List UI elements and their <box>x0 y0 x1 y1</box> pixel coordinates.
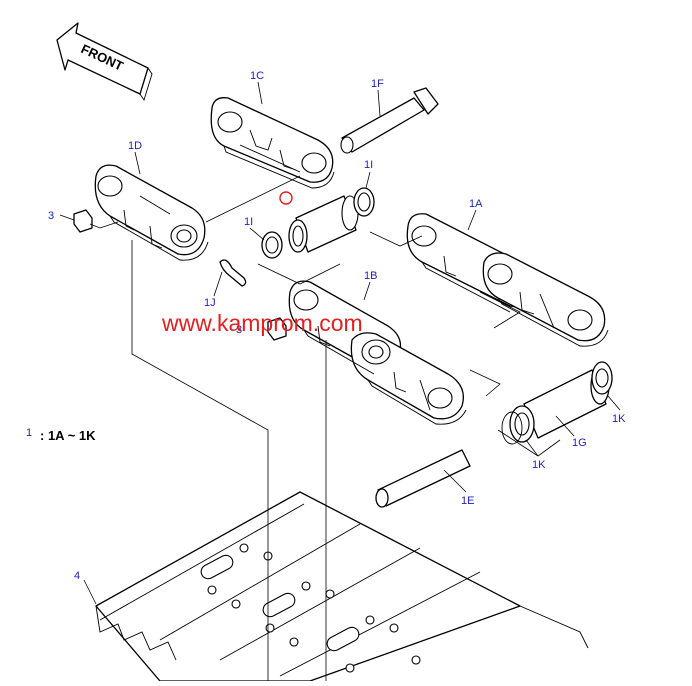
callout-1C: 1C <box>250 70 264 82</box>
leader-lines <box>59 81 621 605</box>
nut-3-top <box>73 209 93 233</box>
reference-number: 1 <box>26 427 32 439</box>
front-arrow: FRONT <box>56 22 153 102</box>
callout-3-mid: 3 <box>236 324 242 336</box>
nut-3-mid <box>267 317 287 341</box>
watermark-mark <box>279 191 293 205</box>
bushing-assembly <box>261 187 375 259</box>
callout-1B: 1B <box>364 270 377 282</box>
callout-1I-top: 1I <box>364 159 373 171</box>
callout-1D: 1D <box>128 140 142 152</box>
callouts: 1C 1F 1D 1I 1A 3 1I 1B 1J 3 1K 1G 1K 1E … <box>48 70 626 582</box>
track-shoe-4 <box>95 491 589 682</box>
callout-1E: 1E <box>461 495 474 507</box>
link-1C <box>210 97 335 189</box>
callout-1A: 1A <box>469 198 483 210</box>
reference-note: 1 : 1A ~ 1K <box>26 427 96 443</box>
pin-1F <box>340 87 439 154</box>
link-1B <box>288 280 467 425</box>
pin-1E <box>375 449 471 508</box>
callout-1K-left: 1K <box>532 459 546 471</box>
link-1A <box>406 213 609 347</box>
callout-1K-right: 1K <box>612 413 626 425</box>
callout-1J: 1J <box>204 297 216 309</box>
link-1D <box>94 164 209 261</box>
watermark-text: www.kamprom.com <box>161 310 363 336</box>
reference-text: : 1A ~ 1K <box>40 428 96 443</box>
callout-1F: 1F <box>371 78 384 90</box>
callout-4: 4 <box>74 570 80 582</box>
callout-3-top: 3 <box>48 210 54 222</box>
callout-1I-left: 1I <box>244 216 253 228</box>
callout-1G: 1G <box>572 437 587 449</box>
small-parts <box>73 209 287 341</box>
spring-pin-1J <box>219 259 247 287</box>
bushing-1G <box>501 361 613 445</box>
